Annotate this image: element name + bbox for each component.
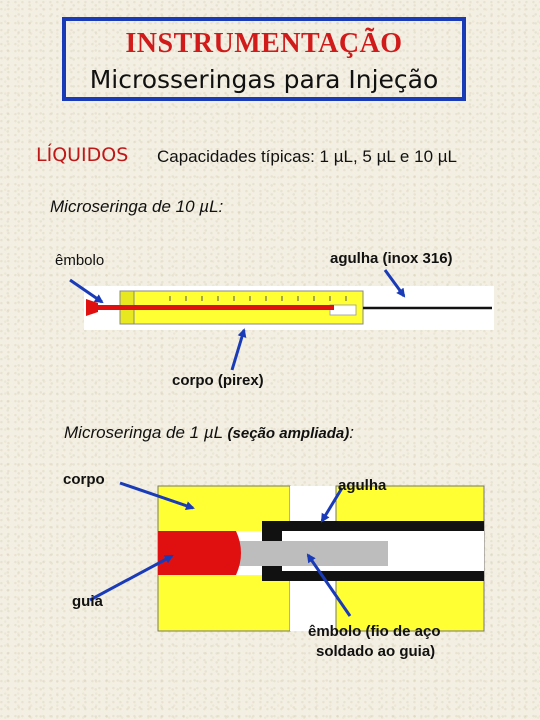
- syringe10-body-arrow: [230, 328, 247, 371]
- page-title: INSTRUMENTAÇÃO: [125, 28, 403, 59]
- label-plunger-1ul-line2: soldado ao guia): [316, 643, 436, 660]
- syringe1-needle-arrow: [320, 487, 344, 523]
- label-needle: agulha (inox 316): [330, 250, 453, 267]
- syringe1-plunger-arrow: [306, 553, 352, 617]
- title-box: INSTRUMENTAÇÃO Microsseringas para Injeç…: [62, 17, 466, 101]
- syringe1-heading-colon: :: [349, 423, 354, 442]
- syringe1-heading-note: (seção ampliada): [227, 425, 350, 442]
- syringe1-heading-text: Microseringa de 1 µL: [64, 423, 223, 442]
- syringe10-plunger-head: [86, 299, 98, 316]
- liquids-heading: LÍQUIDOS: [36, 144, 129, 166]
- syringe10-drawing: [84, 286, 494, 330]
- syringe10-plunger-rod: [94, 305, 334, 310]
- syringe1-drawing: [157, 485, 485, 632]
- syringe1-body-arrow: [119, 481, 195, 510]
- label-body-1ul: corpo: [63, 471, 105, 488]
- liquids-capacities: Capacidades típicas: 1 µL, 5 µL e 10 µL: [157, 147, 457, 166]
- syringe10-needle-arrow: [383, 269, 406, 298]
- syringe1-heading: Microseringa de 1 µL (seção ampliada):: [64, 423, 354, 443]
- label-plunger: êmbolo: [55, 252, 105, 269]
- label-guide: guia: [72, 593, 103, 610]
- label-plunger-1ul-line1: êmbolo (fio de aço: [308, 623, 441, 640]
- syringe1-guide: [158, 531, 241, 575]
- page-subtitle: Microsseringas para Injeção: [89, 65, 439, 94]
- syringe10-heading: Microseringa de 10 µL:: [50, 197, 224, 216]
- label-body: corpo (pirex): [172, 372, 264, 389]
- syringe10-plunger-arrow: [69, 278, 104, 304]
- label-needle-1ul: agulha: [338, 477, 387, 494]
- syringe1-guide-arrow: [89, 554, 174, 602]
- syringe10-scale-ticks: [169, 296, 347, 301]
